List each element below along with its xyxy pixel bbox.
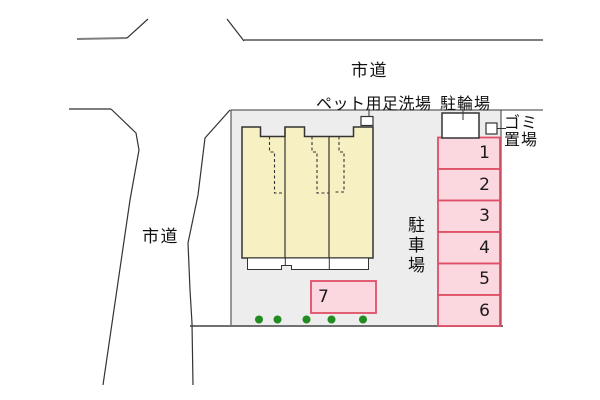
road-label-left: 市道	[142, 227, 179, 247]
entrance-porch	[247, 257, 369, 270]
parking-space-number-6: 6	[479, 301, 490, 321]
garbage-label-line1: ゴミ	[504, 113, 539, 132]
parking-space-number-3: 3	[479, 206, 490, 226]
shrub-dot-4	[327, 315, 336, 324]
pet-wash-label: ペット用足洗場	[316, 94, 432, 113]
shrub-dot-2	[273, 315, 282, 324]
parking-space-number-4: 4	[479, 238, 490, 258]
top-road-corner-west	[126, 18, 149, 39]
top-road-corner-east	[226, 18, 245, 42]
shrub-dot-3	[302, 315, 311, 324]
building-outline	[241, 126, 374, 259]
parking-space-7	[310, 280, 377, 314]
parking-space-number-5: 5	[479, 269, 490, 289]
garbage-area-label: ゴミ 置場	[504, 114, 538, 148]
left-road-west-edge	[102, 108, 140, 386]
parking-space-6	[437, 294, 501, 327]
bicycle-parking-box	[441, 112, 480, 139]
shrub-dot-1	[255, 315, 263, 324]
parking-space-3	[437, 199, 501, 233]
parking-space-2	[437, 168, 501, 202]
garbage-marker	[485, 122, 498, 135]
parking-space-number-1: 1	[479, 143, 490, 163]
top-road-edge-west	[76, 37, 128, 40]
bicycle-parking-label: 駐輪場	[440, 94, 492, 113]
left-road-east-edge	[187, 109, 231, 386]
parking-space-number-2: 2	[479, 175, 490, 195]
parking-space-5	[437, 262, 501, 296]
garbage-label-line2: 置場	[504, 130, 539, 149]
pet-wash-marker	[360, 115, 374, 127]
road-label-top: 市道	[351, 61, 388, 81]
parking-lot-label: 駐車場	[404, 216, 424, 276]
parking-space-number-7: 7	[318, 287, 329, 307]
shrub-dot-5	[359, 315, 367, 324]
